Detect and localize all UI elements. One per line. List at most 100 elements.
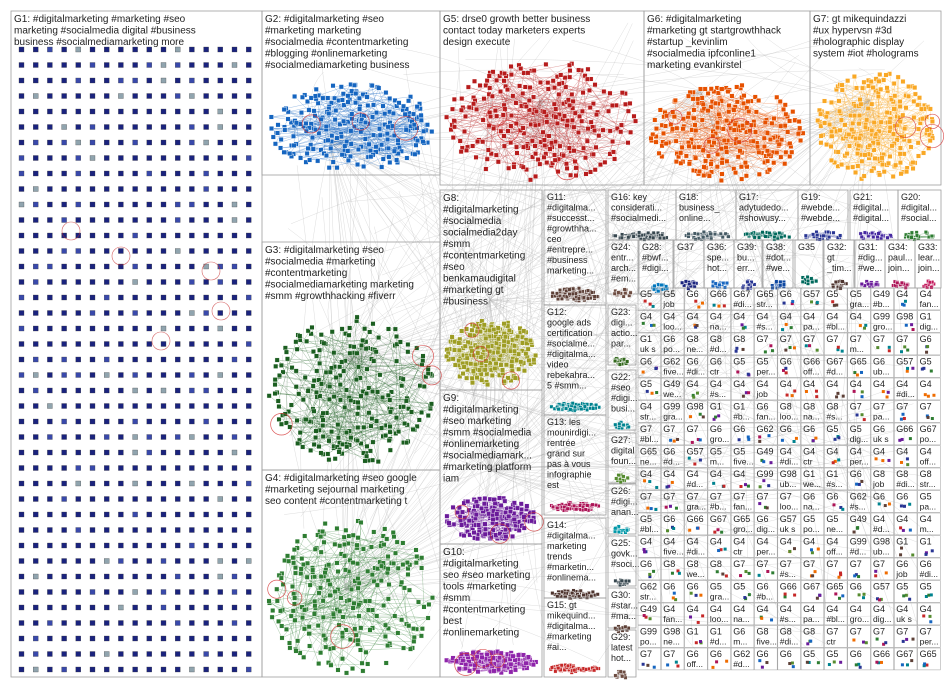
graph-node <box>455 510 461 516</box>
graph-node <box>246 496 252 502</box>
cluster-edge <box>504 73 584 93</box>
graph-node <box>471 101 477 107</box>
graph-node <box>175 325 181 332</box>
graph-node <box>132 62 138 68</box>
graph-node <box>61 372 67 378</box>
graph-node <box>246 263 252 270</box>
cluster-edge <box>507 70 582 132</box>
graph-node <box>203 263 209 270</box>
graph-node <box>323 124 329 129</box>
graph-node <box>528 177 533 183</box>
graph-node <box>323 369 329 375</box>
graph-node <box>288 613 294 619</box>
graph-node <box>328 145 334 151</box>
graph-node <box>246 558 252 564</box>
graph-node <box>231 403 238 409</box>
graph-node <box>33 46 39 53</box>
graph-node <box>118 341 124 347</box>
graph-node <box>203 356 209 363</box>
graph-node <box>89 542 96 549</box>
graph-node <box>203 186 209 192</box>
graph-node <box>47 480 53 487</box>
graph-node <box>132 170 138 177</box>
graph-node <box>921 150 927 156</box>
graph-node <box>104 387 110 394</box>
graph-node <box>465 499 471 504</box>
graph-node <box>47 666 53 673</box>
graph-node <box>889 143 895 149</box>
cluster-edge <box>271 128 407 131</box>
graph-node <box>354 438 360 443</box>
graph-node <box>75 201 81 208</box>
graph-node <box>33 620 39 626</box>
network-edge <box>344 359 920 476</box>
graph-node <box>160 651 167 657</box>
graph-node <box>89 403 96 409</box>
self-loop <box>301 114 321 134</box>
graph-node <box>118 62 124 68</box>
graph-node <box>160 46 167 53</box>
graph-node <box>891 106 897 112</box>
graph-node <box>868 79 874 85</box>
graph-node <box>175 279 181 285</box>
graph-node <box>897 151 903 157</box>
graph-node <box>231 186 238 192</box>
network-edge <box>344 589 822 635</box>
graph-node <box>310 349 316 355</box>
graph-node <box>18 232 25 239</box>
network-edge <box>489 469 670 492</box>
graph-node <box>487 530 493 536</box>
group-label-line: G9: <box>443 393 459 404</box>
graph-node <box>893 162 899 168</box>
graph-node <box>132 139 138 146</box>
graph-node <box>583 171 589 177</box>
graph-node <box>741 93 747 99</box>
graph-node <box>104 527 110 533</box>
graph-node <box>446 520 452 526</box>
graph-node <box>525 346 531 352</box>
graph-node <box>326 438 332 444</box>
graph-node <box>360 337 366 343</box>
graph-node <box>375 459 381 465</box>
graph-node <box>593 144 599 150</box>
graph-node <box>175 170 181 177</box>
graph-node <box>217 93 223 99</box>
graph-node <box>493 532 499 538</box>
graph-node <box>47 170 53 177</box>
graph-node <box>428 401 434 407</box>
graph-node <box>61 496 67 502</box>
graph-node <box>47 310 53 316</box>
graph-node <box>444 114 450 120</box>
graph-node <box>420 139 426 145</box>
graph-node <box>929 118 935 124</box>
graph-node <box>217 341 223 347</box>
graph-node <box>385 326 391 332</box>
graph-node <box>373 144 379 150</box>
network-edge <box>361 89 701 559</box>
graph-node <box>315 158 321 164</box>
group-label-line: #digitalmarketing <box>443 405 519 416</box>
graph-node <box>738 164 744 170</box>
graph-node <box>473 361 479 367</box>
graph-node <box>502 106 508 112</box>
graph-node <box>387 159 393 165</box>
graph-node <box>311 442 317 447</box>
graph-node <box>217 201 223 208</box>
graph-node <box>708 86 714 92</box>
graph-node <box>33 325 39 332</box>
network-edge <box>344 305 552 361</box>
graph-node <box>89 620 96 626</box>
graph-node <box>355 411 361 417</box>
graph-node <box>755 144 760 150</box>
graph-node <box>104 666 110 673</box>
graph-node <box>290 608 296 614</box>
graph-node <box>330 159 336 165</box>
graph-node <box>217 620 223 626</box>
cluster-edge <box>478 130 521 141</box>
graph-node <box>580 90 586 96</box>
graph-node <box>663 141 669 147</box>
graph-node <box>314 368 320 374</box>
graph-node <box>89 217 96 223</box>
graph-node <box>47 248 53 254</box>
graph-node <box>89 201 96 208</box>
